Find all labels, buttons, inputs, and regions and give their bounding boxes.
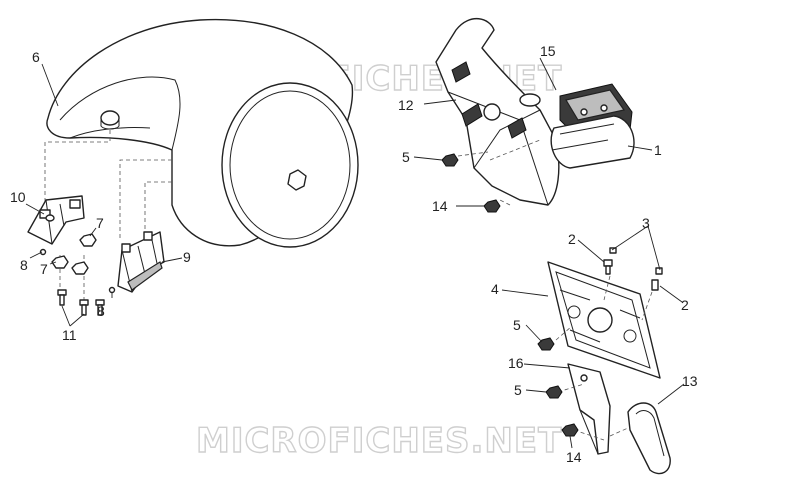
- nut-5c: [545, 385, 563, 399]
- screw-2b: [651, 279, 659, 291]
- callout-13: 13: [682, 373, 698, 389]
- rear-fender-part: [46, 18, 359, 248]
- callout-5-upper: 5: [402, 149, 410, 165]
- screw-3b: [655, 267, 663, 275]
- screw-11b: [79, 299, 89, 316]
- plate-holder-12-part: [435, 18, 560, 206]
- nut-7a: [79, 233, 97, 247]
- assembly-line: [119, 159, 172, 240]
- callout-7-upper: 7: [96, 215, 104, 231]
- assembly-line: [641, 291, 653, 321]
- callout-10: 10: [10, 189, 26, 205]
- bracket-10-part: [27, 195, 85, 245]
- assembly-line: [499, 199, 511, 206]
- screw-11c: [95, 299, 105, 316]
- assembly-line: [457, 151, 489, 157]
- assembly-line: [555, 325, 573, 341]
- license-plate-4-part: [547, 261, 661, 379]
- callout-14-upper: 14: [432, 198, 448, 214]
- assembly-line: [144, 181, 172, 235]
- washer-8a: [39, 248, 47, 256]
- callout-14-lower: 14: [566, 449, 582, 465]
- assembly-line: [609, 427, 629, 437]
- callout-2-right: 2: [681, 297, 689, 313]
- callout-9: 9: [183, 249, 191, 265]
- screw-11a: [57, 289, 67, 306]
- leader-lines: [25, 57, 685, 449]
- screw-2a: [603, 259, 613, 275]
- callout-5-lower: 5: [514, 382, 522, 398]
- assembly-line: [44, 130, 111, 205]
- callout-16: 16: [508, 355, 524, 371]
- callout-7-lower: 7: [40, 261, 48, 277]
- callout-1: 1: [654, 142, 662, 158]
- bracket-9-part: [117, 231, 165, 293]
- callout-2-left: 2: [568, 231, 576, 247]
- callout-15: 15: [540, 43, 556, 59]
- callout-12: 12: [398, 97, 414, 113]
- screw-3a: [609, 247, 617, 254]
- callout-8-right: 8: [97, 303, 105, 319]
- nut-9: [71, 261, 89, 275]
- nut-14a: [483, 199, 501, 213]
- callout-3: 3: [642, 215, 650, 231]
- assembly-line: [489, 139, 541, 161]
- lens-1-part: [550, 115, 635, 169]
- callout-5-middle: 5: [513, 317, 521, 333]
- nut-7b: [51, 255, 69, 269]
- assembly-line: [573, 429, 605, 441]
- nut-14b: [561, 423, 579, 437]
- callout-4: 4: [491, 281, 499, 297]
- callout-8-left: 8: [20, 257, 28, 273]
- watermark-bottom: MICROFICHES.NET: [196, 421, 562, 461]
- washer-8b: [108, 286, 116, 294]
- bracket-16-part: [567, 363, 611, 455]
- reflector-13-part: [627, 402, 671, 475]
- callout-11: 11: [62, 327, 77, 343]
- nut-5a: [441, 153, 459, 167]
- callout-6: 6: [32, 49, 40, 65]
- assembly-line: [557, 383, 585, 393]
- nut-5b: [537, 337, 555, 351]
